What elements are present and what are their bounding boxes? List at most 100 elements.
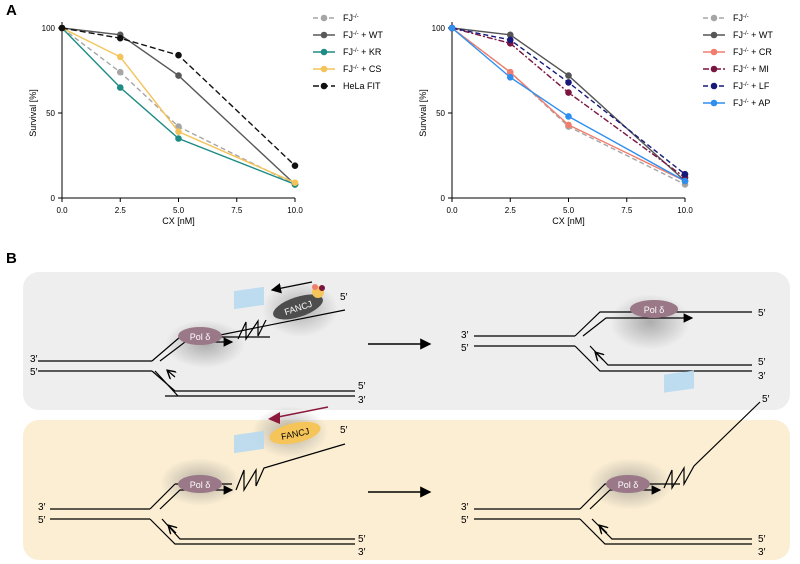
prime5-bottom-right-up: 5′ — [762, 394, 770, 405]
prime3-top-lower: 3′ — [358, 395, 366, 406]
legend-label-1: FJ-/- + WT — [343, 30, 383, 40]
data-point-1-2 — [175, 72, 182, 79]
data-point-0-1 — [116, 68, 124, 76]
legend-label-3: FJ-/- + CS — [343, 64, 381, 74]
prime5-bottom-leading: 5′ — [340, 425, 348, 436]
x-tick-label: 10.0 — [677, 206, 693, 215]
x-tick-label: 0.0 — [56, 206, 68, 215]
legend-label-4: FJ-/- + LF — [733, 81, 770, 91]
prime3-bottom-right: 3′ — [461, 502, 469, 513]
legend-marker-0 — [710, 14, 718, 22]
x-tick-label: 0.0 — [446, 206, 458, 215]
legend-label-2: FJ-/- + CR — [733, 47, 772, 57]
prime3-top-right-low: 3′ — [758, 371, 766, 382]
legend-label-3: FJ-/- + MI — [733, 64, 769, 74]
series-line-0 — [61, 27, 296, 186]
y-tick-label: 50 — [46, 109, 55, 118]
series-line-3 — [61, 27, 296, 184]
legend-marker-3 — [710, 65, 718, 73]
top-right-fork: Pol δ 5′ 3′ 5′ 5′ 3′ — [461, 294, 766, 382]
prime3-top-right: 3′ — [461, 330, 469, 341]
prime5-top-leading: 5′ — [340, 292, 348, 303]
legend-label-5: FJ-/- + AP — [733, 98, 770, 108]
legend-marker-3 — [320, 65, 328, 73]
data-point-5-3 — [681, 177, 689, 185]
prime5-top-left: 5′ — [30, 367, 38, 378]
x-axis-label: CX [nM] — [162, 216, 195, 226]
legend-marker-2 — [320, 48, 328, 56]
legend-label-0: FJ-/- — [733, 13, 749, 23]
data-point-0-2 — [175, 123, 182, 130]
legend-marker-4 — [320, 82, 328, 90]
legend-label-2: FJ-/- + KR — [343, 47, 382, 57]
top-left-fork: Pol δ FANCJ 5′ 3′ 5′ 5′ 3′ — [30, 281, 366, 406]
panel-label-a: A — [6, 2, 17, 19]
data-point-5-1 — [506, 74, 514, 81]
x-tick-label: 2.5 — [115, 206, 127, 215]
replication-diagram: Pol δ FANCJ 5′ 3′ 5′ 5′ 3′ Pol δ 5′ 3′ 5… — [30, 281, 770, 558]
y-tick-label: 100 — [42, 24, 56, 33]
data-point-5-2 — [565, 113, 572, 120]
legend-label-4: HeLa FIT — [343, 81, 381, 91]
prime5-top-lower: 5′ — [358, 381, 366, 392]
y-tick-label: 0 — [441, 194, 446, 203]
y-axis-label: Survival [%] — [28, 89, 38, 137]
prime3-bottom-lower: 3′ — [358, 547, 366, 558]
x-axis-label: CX [nM] — [552, 216, 585, 226]
prime5-bottom-lower: 5′ — [358, 534, 366, 545]
data-point-3-2 — [565, 89, 572, 96]
prime3-bottom-left: 3′ — [38, 502, 46, 513]
legend-label-1: FJ-/- + WT — [733, 30, 773, 40]
data-point-4-2 — [175, 51, 182, 59]
series-line-1 — [451, 27, 686, 182]
prime5-bottom-left: 5′ — [38, 515, 46, 526]
prime3-bottom-right-low: 3′ — [758, 547, 766, 558]
x-tick-label: 5.0 — [563, 206, 575, 215]
pol-delta-label-bottom-left: Pol δ — [190, 480, 211, 490]
prime5-bottom-right-low: 5′ — [758, 534, 766, 545]
x-tick-label: 7.5 — [621, 206, 633, 215]
legend-marker-1 — [710, 31, 718, 39]
data-point-1-1 — [506, 31, 514, 39]
prime5-top-right-low: 5′ — [758, 357, 766, 368]
series-line-2 — [61, 27, 296, 186]
data-point-2-1 — [506, 68, 514, 76]
y-tick-label: 0 — [51, 194, 56, 203]
panel-label-b: B — [6, 250, 17, 267]
data-point-3-1 — [116, 53, 124, 61]
data-point-5-0 — [448, 24, 456, 32]
legend-marker-1 — [320, 31, 328, 39]
series-line-5 — [451, 27, 686, 182]
bottom-right-fork: Pol δ 5′ 3′ 5′ 5′ 3′ — [461, 370, 770, 558]
y-axis-label: Survival [%] — [418, 89, 428, 137]
prime5-top-right: 5′ — [461, 343, 469, 354]
pol-delta-label-bottom-right: Pol δ — [618, 480, 639, 490]
legend-marker-5 — [710, 99, 718, 107]
x-tick-label: 5.0 — [173, 206, 185, 215]
data-point-3-3 — [291, 179, 299, 186]
pol-delta-label-top-right: Pol δ — [644, 305, 665, 315]
data-point-2-2 — [565, 121, 572, 129]
prime5-bottom-right: 5′ — [461, 515, 469, 526]
data-point-2-1 — [116, 84, 124, 91]
series-line-4 — [61, 27, 296, 167]
data-point-4-1 — [116, 34, 124, 42]
data-point-4-3 — [681, 170, 689, 178]
legend-marker-2 — [710, 48, 718, 56]
data-point-2-2 — [175, 135, 182, 142]
data-point-4-2 — [565, 79, 572, 86]
pol-delta-label-top-left: Pol δ — [190, 332, 211, 342]
y-tick-label: 50 — [436, 109, 445, 118]
series-line-2 — [451, 27, 686, 182]
data-point-1-2 — [565, 72, 572, 79]
series-line-1 — [61, 27, 296, 185]
x-tick-label: 7.5 — [231, 206, 243, 215]
legend-marker-0 — [320, 14, 328, 22]
prime3-top-left: 3′ — [30, 354, 38, 365]
data-point-3-2 — [175, 128, 182, 135]
prime5-top-right-up: 5′ — [758, 308, 766, 319]
series-line-3 — [451, 27, 686, 179]
data-point-4-3 — [291, 162, 299, 169]
